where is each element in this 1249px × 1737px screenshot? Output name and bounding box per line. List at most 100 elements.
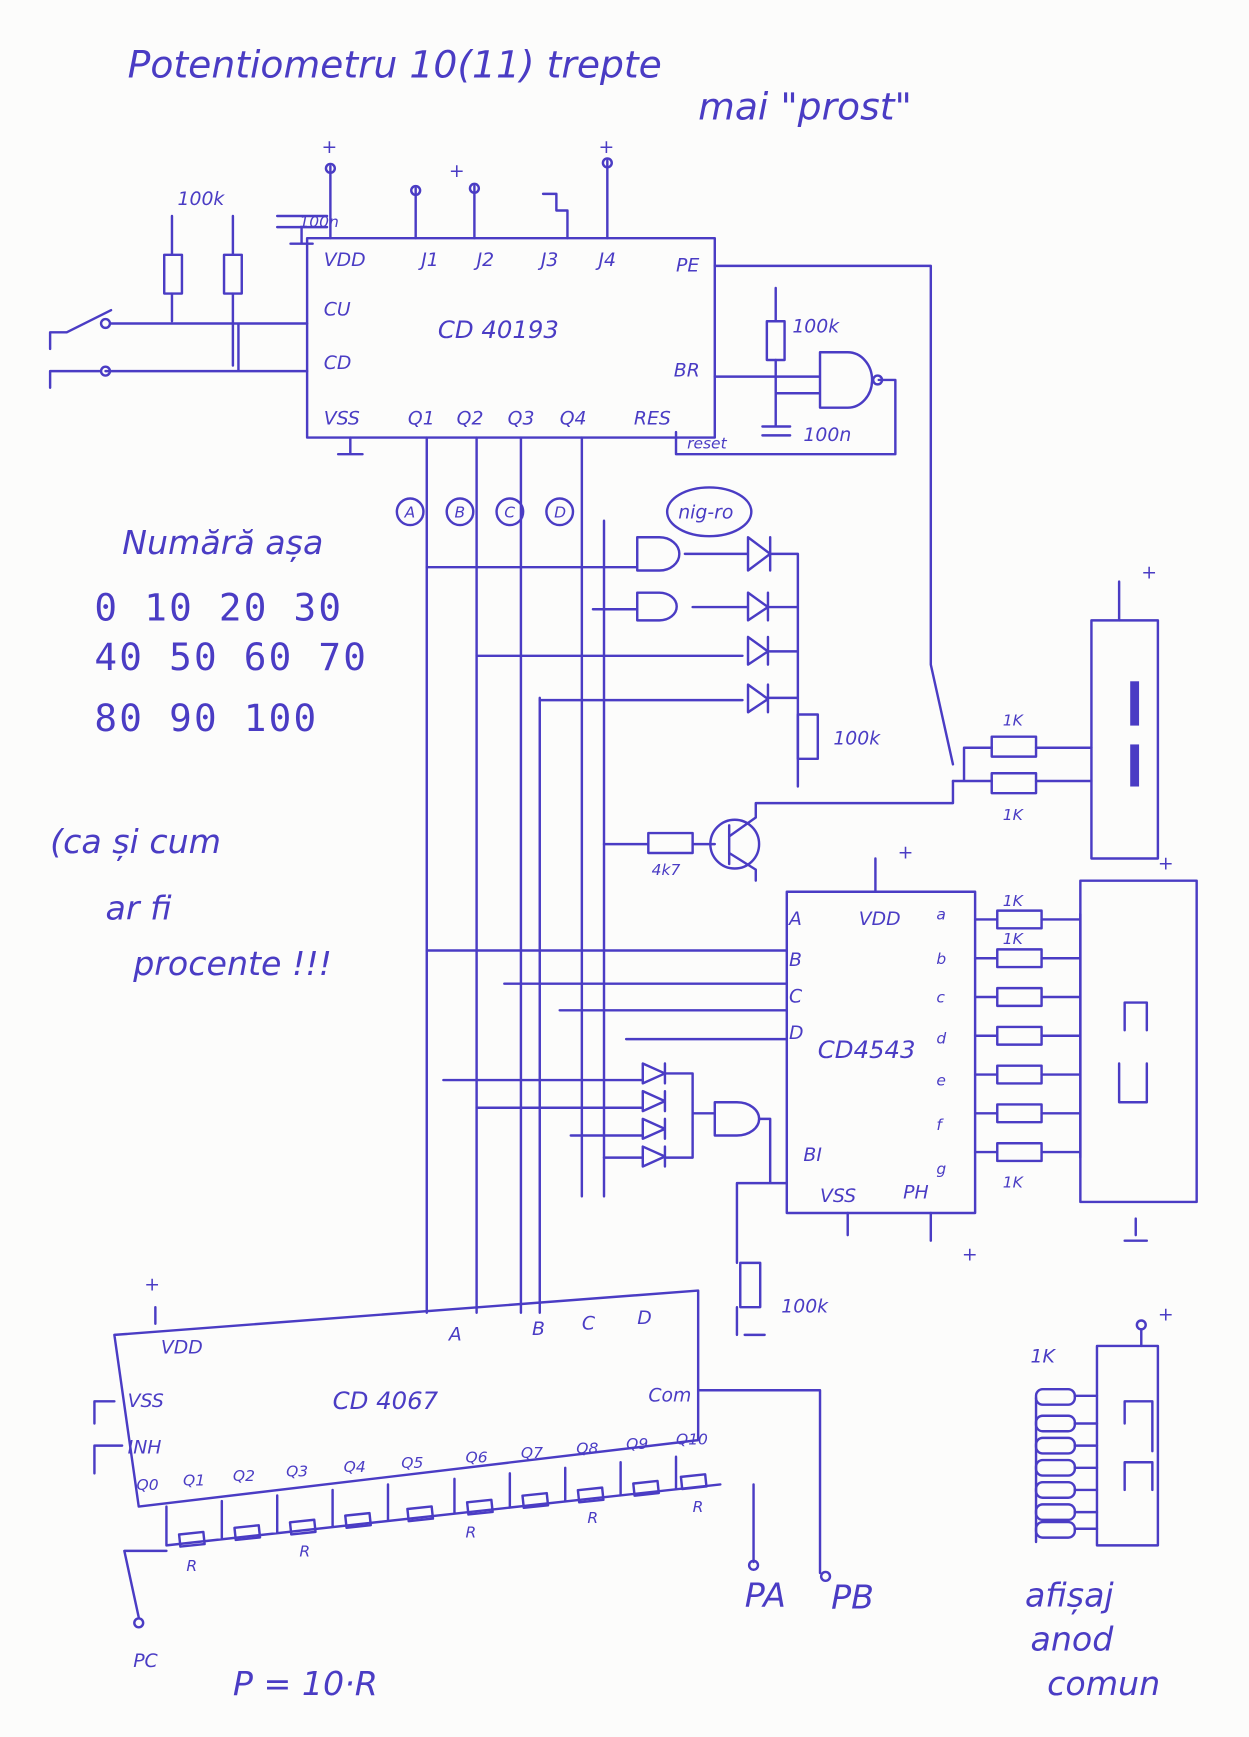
- bus-a: A: [404, 503, 416, 521]
- bi-resistor-label: 100k: [781, 1297, 829, 1318]
- bus-b: B: [454, 503, 465, 521]
- counts-heading: Numără așa: [122, 523, 323, 562]
- remark-line2: ar fi: [106, 888, 173, 927]
- decoder-chip-name: CD4543: [818, 1035, 916, 1064]
- pin-j4: J4: [594, 250, 616, 271]
- seg-resistor-label-2: 1K: [1003, 806, 1025, 824]
- base-resistor-label: 4k7: [652, 861, 681, 879]
- pin-com: Com: [648, 1385, 691, 1406]
- pin-vss: VSS: [324, 408, 360, 429]
- supply-plus: +: [598, 137, 614, 158]
- r-label: R: [587, 1509, 598, 1527]
- r-label: R: [466, 1524, 477, 1542]
- display-note-line2: anod: [1031, 1620, 1115, 1659]
- display-r-label: 1K: [1031, 1347, 1057, 1368]
- pin-q0: Q0: [137, 1476, 159, 1494]
- supply-plus: +: [962, 1245, 978, 1266]
- pin-q8: Q8: [576, 1439, 598, 1457]
- pin-vdd: VDD: [859, 909, 901, 930]
- seg-d: d: [936, 1030, 946, 1048]
- formula: P = 10·R: [233, 1664, 378, 1703]
- supply-plus: +: [1158, 1304, 1174, 1325]
- pin-q4: Q4: [560, 408, 587, 429]
- pin-j1: J1: [417, 250, 439, 271]
- terminal-pb: PB: [831, 1577, 874, 1616]
- pin-q4: Q4: [344, 1458, 366, 1476]
- reset-label: reset: [687, 435, 728, 453]
- pin-q5: Q5: [401, 1454, 423, 1472]
- display-sketch: + 1K afișaj anod comun: [1025, 1304, 1174, 1702]
- display-note-line3: comun: [1047, 1664, 1160, 1703]
- pin-q7: Q7: [521, 1444, 543, 1462]
- pin-q1: Q1: [183, 1472, 205, 1490]
- seg-b: b: [936, 950, 946, 968]
- seg-resistor-label-1: 1K: [1003, 712, 1025, 730]
- pin-c: C: [789, 987, 803, 1008]
- pin-vdd: VDD: [161, 1338, 203, 1359]
- pin-a: A: [788, 909, 802, 930]
- seg-c: c: [936, 989, 945, 1007]
- br-resistor-label: 100k: [792, 316, 840, 337]
- pin-vdd: VDD: [324, 250, 366, 271]
- pin-j2: J2: [473, 250, 495, 271]
- display-note-line1: afișaj: [1025, 1575, 1114, 1614]
- terminal-pc: PC: [133, 1651, 158, 1672]
- bus-d: D: [554, 503, 566, 521]
- reset-cap-label: 100n: [803, 425, 851, 446]
- pullup-label: 100k: [178, 189, 226, 210]
- resistor-ladder: R R R R R: [165, 1455, 722, 1575]
- terminal-pa: PA: [745, 1575, 786, 1614]
- tens-display: [1079, 879, 1198, 1204]
- supply-plus: +: [898, 843, 914, 864]
- mux-chip-name: CD 4067: [333, 1386, 439, 1415]
- pin-vss: VSS: [820, 1186, 856, 1207]
- pin-vss: VSS: [128, 1391, 164, 1412]
- counts-row1: 0 10 20 30: [94, 585, 343, 629]
- counter-chip-name: CD 40193: [438, 315, 559, 344]
- title-line1: Potentiometru 10(11) trepte: [128, 43, 662, 87]
- supply-plus: +: [1158, 854, 1174, 875]
- pin-q2: Q2: [457, 408, 484, 429]
- seg-e: e: [936, 1072, 946, 1090]
- pin-b: B: [532, 1319, 545, 1340]
- mux-chip: CD 4067 VDD VSS INH A B C D Com Q0 Q1 Q2…: [113, 1289, 708, 1508]
- counter-chip: CD 40193 VDD J1 J2 J3 J4 PE CU CD BR VSS…: [305, 236, 717, 439]
- seg-f: f: [936, 1116, 944, 1134]
- r-label: R: [186, 1557, 197, 1575]
- segment-resistors: 1K 1K 1K: [973, 892, 1082, 1192]
- gate-note: nig-ro: [678, 502, 733, 523]
- pin-d: D: [789, 1023, 804, 1044]
- remark-line3: procente !!!: [132, 944, 332, 983]
- bus-c: C: [504, 503, 515, 521]
- seg-r-label: 1K: [1003, 892, 1025, 910]
- cap-vdd-label: 100n: [299, 213, 338, 231]
- supply-plus: +: [144, 1275, 160, 1296]
- counts-row3: 80 90 100: [94, 696, 318, 740]
- pin-b: B: [789, 950, 802, 971]
- pin-q3: Q3: [508, 408, 535, 429]
- pin-q10: Q10: [676, 1431, 708, 1449]
- pin-d: D: [637, 1308, 652, 1329]
- pin-c: C: [582, 1313, 596, 1334]
- supply-plus: +: [1141, 562, 1157, 583]
- r-label: R: [299, 1542, 310, 1560]
- pin-q1: Q1: [408, 408, 435, 429]
- pin-cd: CD: [324, 353, 352, 374]
- pin-br: BR: [674, 361, 700, 382]
- remark-line1: (ca și cum: [50, 822, 221, 861]
- pin-q6: Q6: [466, 1448, 488, 1466]
- pin-pe: PE: [676, 255, 699, 276]
- counts-row2: 40 50 60 70: [94, 635, 368, 679]
- pin-inh: INH: [128, 1437, 162, 1458]
- title-line2: mai "prost": [698, 85, 912, 129]
- pin-q3: Q3: [286, 1463, 308, 1481]
- bus-labels: A B C D: [395, 497, 575, 527]
- pin-bi: BI: [803, 1145, 822, 1166]
- pin-cu: CU: [324, 300, 351, 321]
- pullup-resistors: 100k: [162, 189, 243, 367]
- seg-r-label: 1K: [1003, 1174, 1025, 1192]
- pin-q2: Q2: [233, 1467, 255, 1485]
- pin-q9: Q9: [626, 1435, 648, 1453]
